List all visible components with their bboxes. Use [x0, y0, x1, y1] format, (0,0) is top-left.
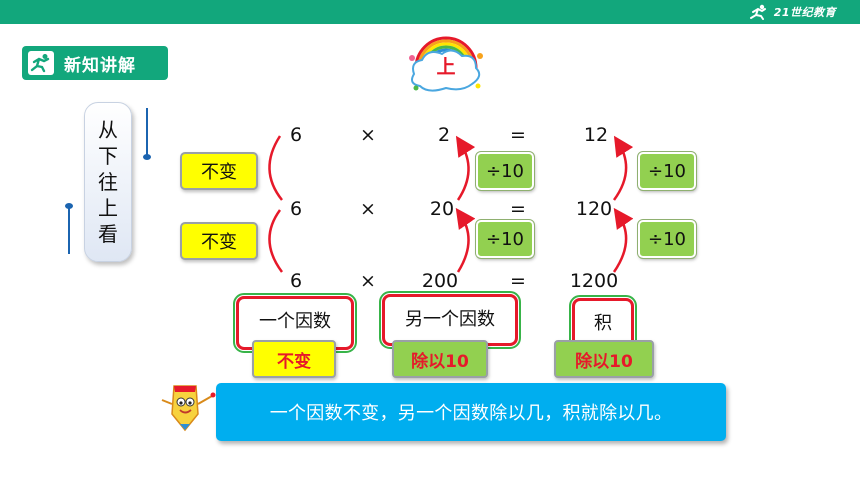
direction-char: 下: [98, 144, 118, 168]
row2-factor-b: 20: [429, 198, 455, 220]
row1-equals: =: [510, 124, 526, 146]
summary-factor-one-result: 不变: [252, 340, 336, 378]
step-divide-product-upper: ÷10: [637, 151, 697, 191]
arc-factor-a-lower: [268, 209, 284, 273]
arc-factor-a-upper: [268, 135, 283, 201]
arc-factor-b-upper: [455, 135, 476, 201]
row2-product: 120: [575, 198, 613, 220]
summary-factor-two: 另一个因数: [379, 291, 521, 349]
direction-label: 从 下 往 上 看: [84, 102, 132, 262]
arc-product-lower: [612, 207, 634, 273]
summary-factor-one-title: 一个因数: [259, 311, 331, 332]
row1-factor-b: 2: [437, 124, 451, 146]
summary-factor-two-title: 另一个因数: [405, 309, 495, 330]
brand-logo: 21世纪教育: [747, 4, 836, 20]
row3-product: 1200: [569, 270, 619, 292]
direction-char: 上: [98, 196, 118, 220]
row2-equals: =: [510, 198, 526, 220]
arc-product-upper: [612, 135, 634, 201]
left-divider-dot: [65, 203, 73, 209]
cloud-label: 上: [436, 56, 456, 78]
brand-text: 21世纪教育: [773, 6, 836, 19]
section-title: 新知讲解: [64, 55, 136, 76]
runner-logo-icon: [749, 4, 766, 20]
row3-factor-b: 200: [421, 270, 459, 292]
row3-factor-a: 6: [289, 270, 303, 292]
conclusion-text: 一个因数不变，另一个因数除以几，积就除以几。: [269, 403, 673, 424]
arc-factor-b-lower: [455, 207, 476, 273]
direction-char: 看: [98, 222, 118, 246]
step-unchanged-lower: 不变: [180, 222, 258, 260]
right-divider-line: [146, 108, 148, 156]
row2-factor-a: 6: [289, 198, 303, 220]
summary-factor-two-result: 除以10: [392, 340, 488, 378]
left-divider-line: [68, 206, 70, 254]
direction-char: 从: [98, 118, 118, 142]
section-badge: 新知讲解: [22, 46, 168, 80]
row1-factor-a: 6: [289, 124, 303, 146]
row3-equals: =: [510, 270, 526, 292]
step-divide-factor-upper: ÷10: [475, 151, 535, 191]
pencil-mascot-icon: [161, 385, 216, 432]
direction-char: 往: [98, 170, 118, 194]
step-unchanged-upper: 不变: [180, 152, 258, 190]
top-bar: 21世纪教育: [0, 0, 860, 24]
row1-operator: ×: [360, 124, 376, 146]
row2-operator: ×: [360, 198, 376, 220]
row1-product: 12: [583, 124, 609, 146]
step-divide-product-lower: ÷10: [637, 219, 697, 259]
step-divide-factor-lower: ÷10: [475, 219, 535, 259]
right-divider-dot: [143, 154, 151, 160]
rainbow-cloud-icon: [409, 36, 483, 92]
runner-icon: [28, 51, 54, 75]
summary-product-result: 除以10: [554, 340, 654, 378]
summary-product-title: 积: [594, 313, 612, 334]
row3-operator: ×: [360, 270, 376, 292]
conclusion-banner: 一个因数不变，另一个因数除以几，积就除以几。: [216, 383, 726, 441]
